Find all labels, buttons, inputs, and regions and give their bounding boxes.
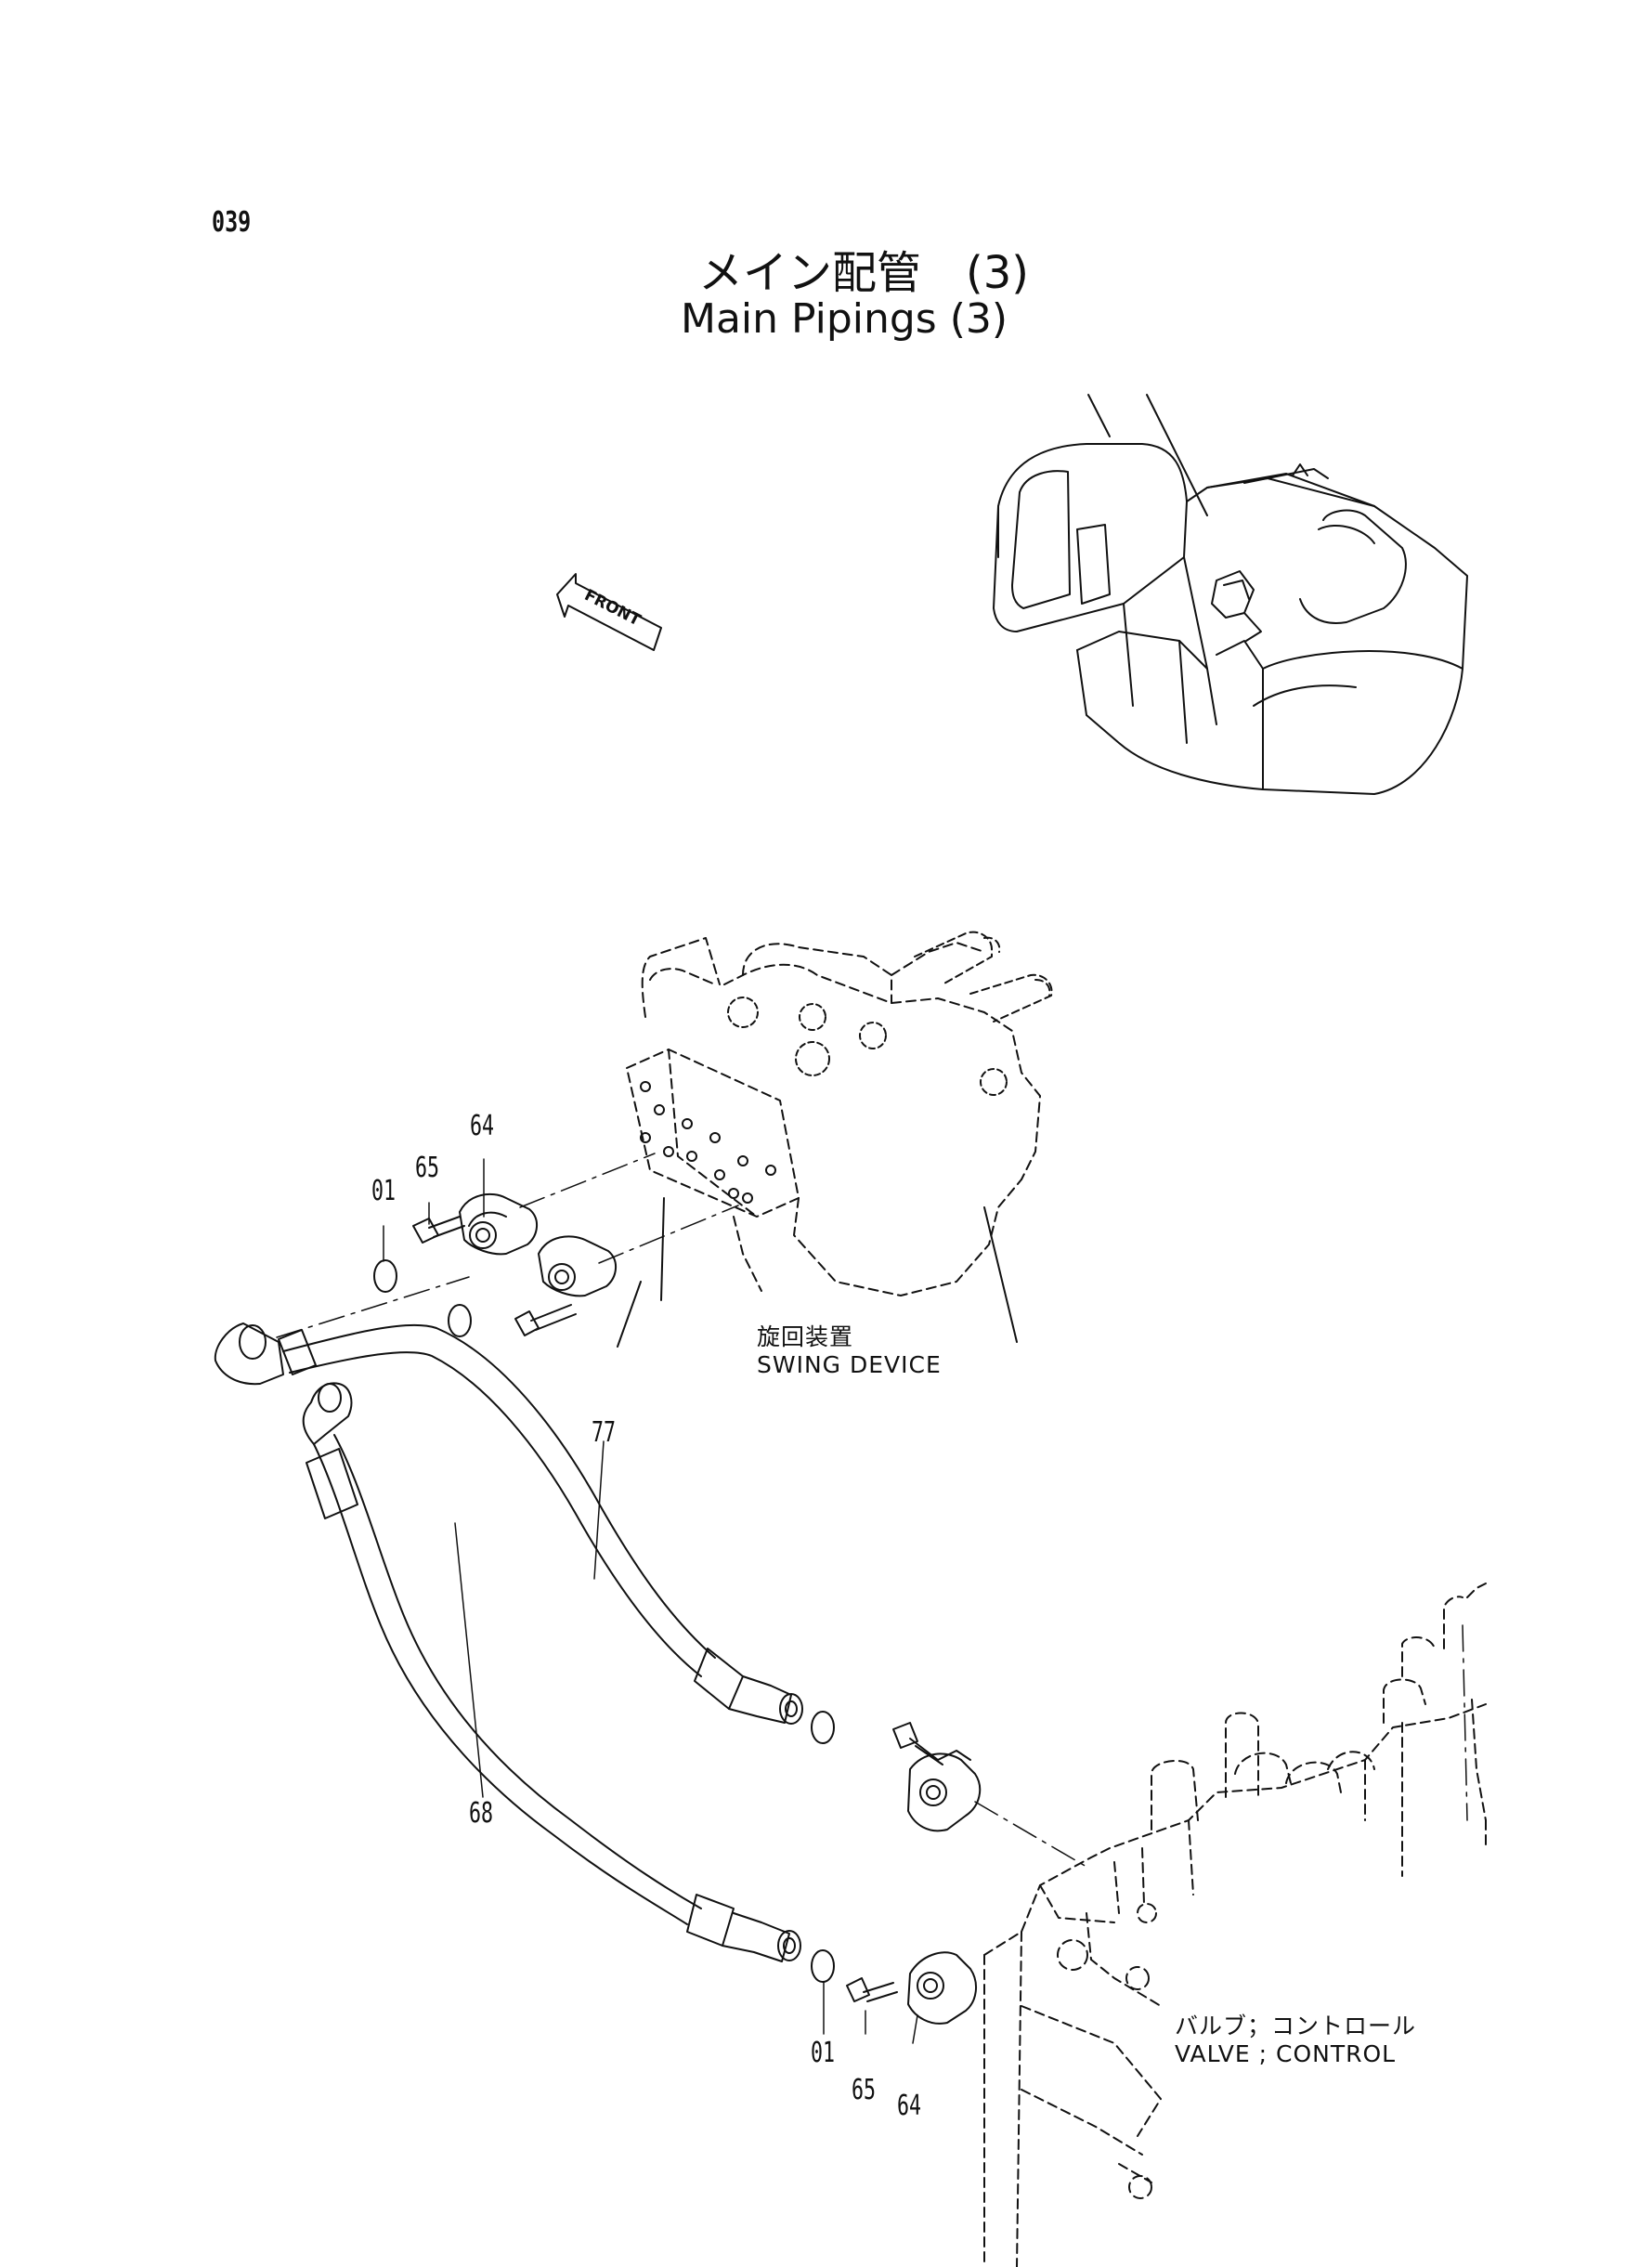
split-flange-64-lower xyxy=(908,1751,980,2024)
front-direction-arrow xyxy=(557,574,661,650)
callout-01-lower: 01 xyxy=(811,2037,836,2069)
split-flange-64-upper xyxy=(460,1194,616,1296)
callout-77: 77 xyxy=(592,1416,617,1449)
callout-65-lower: 65 xyxy=(852,2074,877,2106)
page-number: 039 xyxy=(212,206,252,239)
bolt-65-upper xyxy=(413,1217,576,1335)
valve-control-label-jp: バルブ；コントロール xyxy=(1175,2013,1417,2039)
callout-68: 68 xyxy=(469,1797,494,1830)
bolt-65-lower xyxy=(847,1723,943,2001)
valve-control-label-en: VALVE ; CONTROL xyxy=(1175,2040,1397,2067)
title-japanese: メイン配管 (3) xyxy=(698,247,1029,299)
leader-lines xyxy=(384,1159,917,2043)
swing-device-illustration xyxy=(618,932,1052,1347)
callout-65-upper: 65 xyxy=(415,1152,440,1184)
swing-device-label-en: SWING DEVICE xyxy=(757,1351,942,1378)
hose-68 xyxy=(304,1383,800,1961)
swing-device-label-jp: 旋回装置 xyxy=(757,1323,854,1350)
center-lines xyxy=(277,1153,1467,1867)
title-english: Main Pipings (3) xyxy=(681,295,1008,343)
callout-64-lower: 64 xyxy=(897,2090,922,2122)
control-valve-illustration xyxy=(984,1583,1486,2267)
excavator-overview-illustration xyxy=(994,395,1467,794)
o-rings xyxy=(374,1260,834,1982)
hose-77 xyxy=(215,1323,802,1724)
callout-64-upper: 64 xyxy=(470,1110,495,1142)
callout-01-upper: 01 xyxy=(371,1175,397,1207)
